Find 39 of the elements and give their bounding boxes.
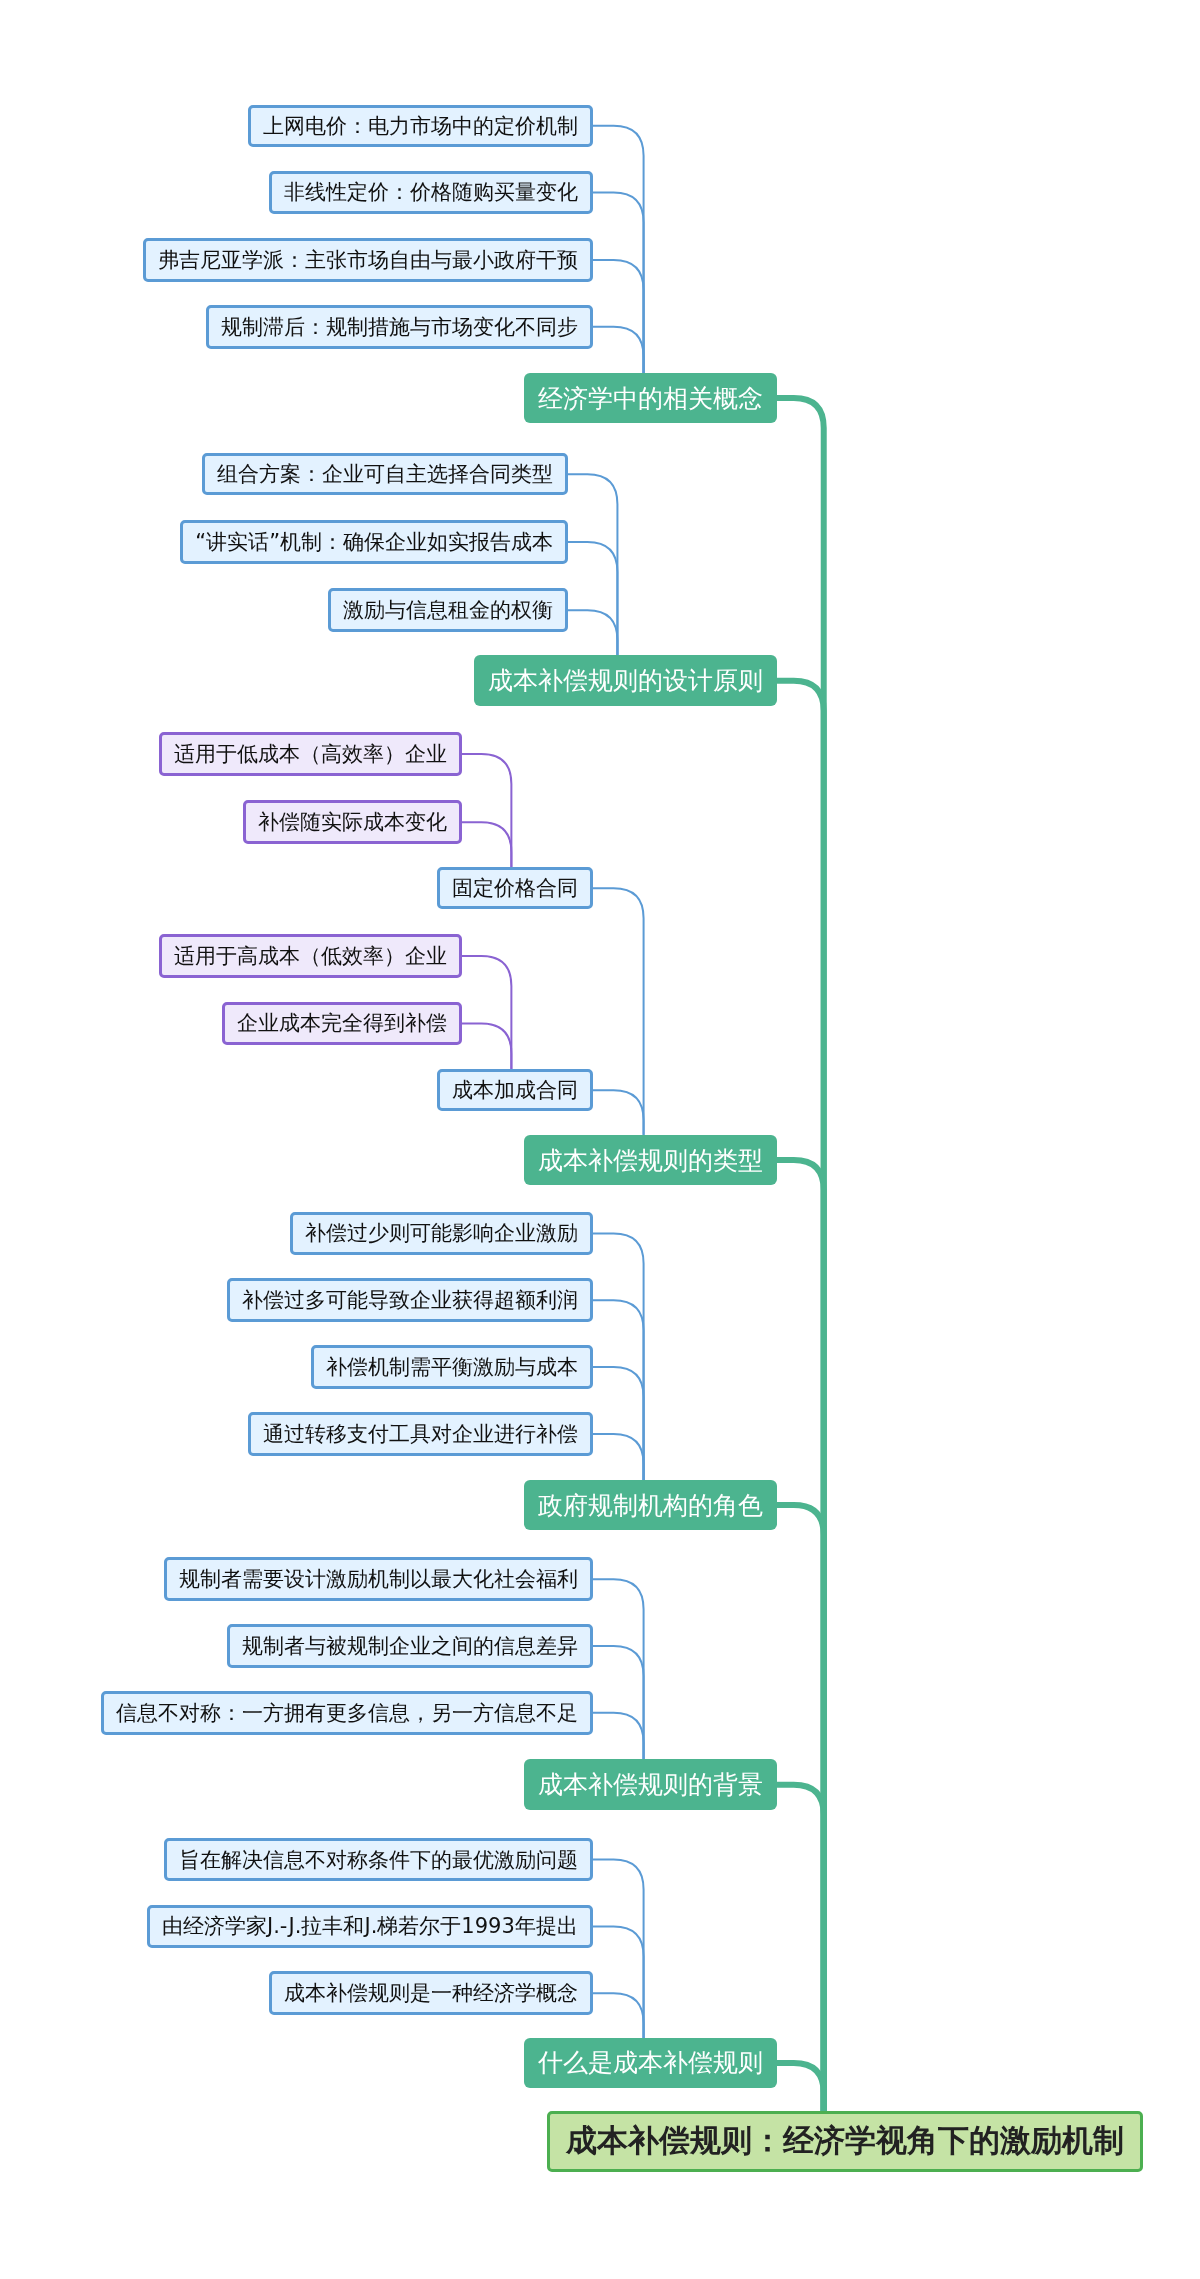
subtopic-box: 上网电价：电力市场中的定价机制 bbox=[247, 104, 593, 147]
subtopic-box: 规制者与被规制企业之间的信息差异 bbox=[226, 1624, 593, 1668]
branch-topic-box: 成本补偿规则的背景 bbox=[524, 1759, 778, 1811]
subtopic-box: 由经济学家J.-J.拉丰和J.梯若尔于1993年提出 bbox=[146, 1904, 593, 1949]
subtopic-box: 企业成本完全得到补偿 bbox=[222, 1002, 462, 1045]
branch-topic-box: 成本补偿规则的类型 bbox=[524, 1134, 778, 1186]
subtopic-box: 通过转移支付工具对企业进行补偿 bbox=[247, 1412, 593, 1456]
connector-line bbox=[461, 1022, 513, 1071]
branch-topic-box: 什么是成本补偿规则 bbox=[524, 2038, 778, 2088]
subtopic-box: 适用于高成本（低效率）企业 bbox=[159, 934, 462, 978]
subtopic-box: 补偿过多可能导致企业获得超额利润 bbox=[226, 1278, 593, 1322]
subtopic-box: 信息不对称：一方拥有更多信息，另一方信息不足 bbox=[100, 1691, 593, 1735]
branch-topic-box: 经济学中的相关概念 bbox=[524, 373, 778, 423]
branch-topic-box: 政府规制机构的角色 bbox=[524, 1480, 778, 1530]
subtopic-box: 补偿随实际成本变化 bbox=[243, 800, 462, 845]
connector-line bbox=[591, 1711, 645, 1761]
subtopic-box: 非线性定价：价格随购买量变化 bbox=[268, 171, 593, 214]
subtopic-box: 规制者需要设计激励机制以最大化社会福利 bbox=[163, 1557, 593, 1601]
subtopic-box: 补偿过少则可能影响企业激励 bbox=[289, 1211, 593, 1256]
subtopic-box: 固定价格合同 bbox=[436, 867, 593, 910]
subtopic-box: 适用于低成本（高效率）企业 bbox=[159, 732, 462, 776]
subtopic-box: 旨在解决信息不对称条件下的最优激励问题 bbox=[163, 1837, 593, 1882]
connector-line bbox=[591, 1992, 645, 2040]
connector-line bbox=[774, 2059, 827, 2114]
connector-line bbox=[567, 609, 619, 657]
subtopic-box: 组合方案：企业可自主选择合同类型 bbox=[202, 453, 569, 496]
subtopic-box: 成本加成合同 bbox=[436, 1069, 593, 1112]
subtopic-box: 补偿机制需平衡激励与成本 bbox=[310, 1345, 593, 1389]
connector-line bbox=[591, 1432, 645, 1482]
subtopic-box: 激励与信息租金的权衡 bbox=[328, 588, 569, 632]
connector-line bbox=[591, 1089, 645, 1136]
subtopic-box: 规制滞后：规制措施与市场变化不同步 bbox=[205, 305, 593, 349]
connector-line bbox=[461, 821, 513, 869]
subtopic-box: 弗吉尼亚学派：主张市场自由与最小政府干预 bbox=[142, 238, 593, 282]
subtopic-box: 成本补偿规则是一种经济学概念 bbox=[268, 1971, 593, 2015]
subtopic-box: “讲实话”机制：确保企业如实报告成本 bbox=[180, 520, 569, 564]
branch-topic-box: 成本补偿规则的设计原则 bbox=[474, 655, 778, 707]
connector-line bbox=[591, 325, 645, 375]
central-topic-box: 成本补偿规则：经济学视角下的激励机制 bbox=[547, 2110, 1144, 2172]
